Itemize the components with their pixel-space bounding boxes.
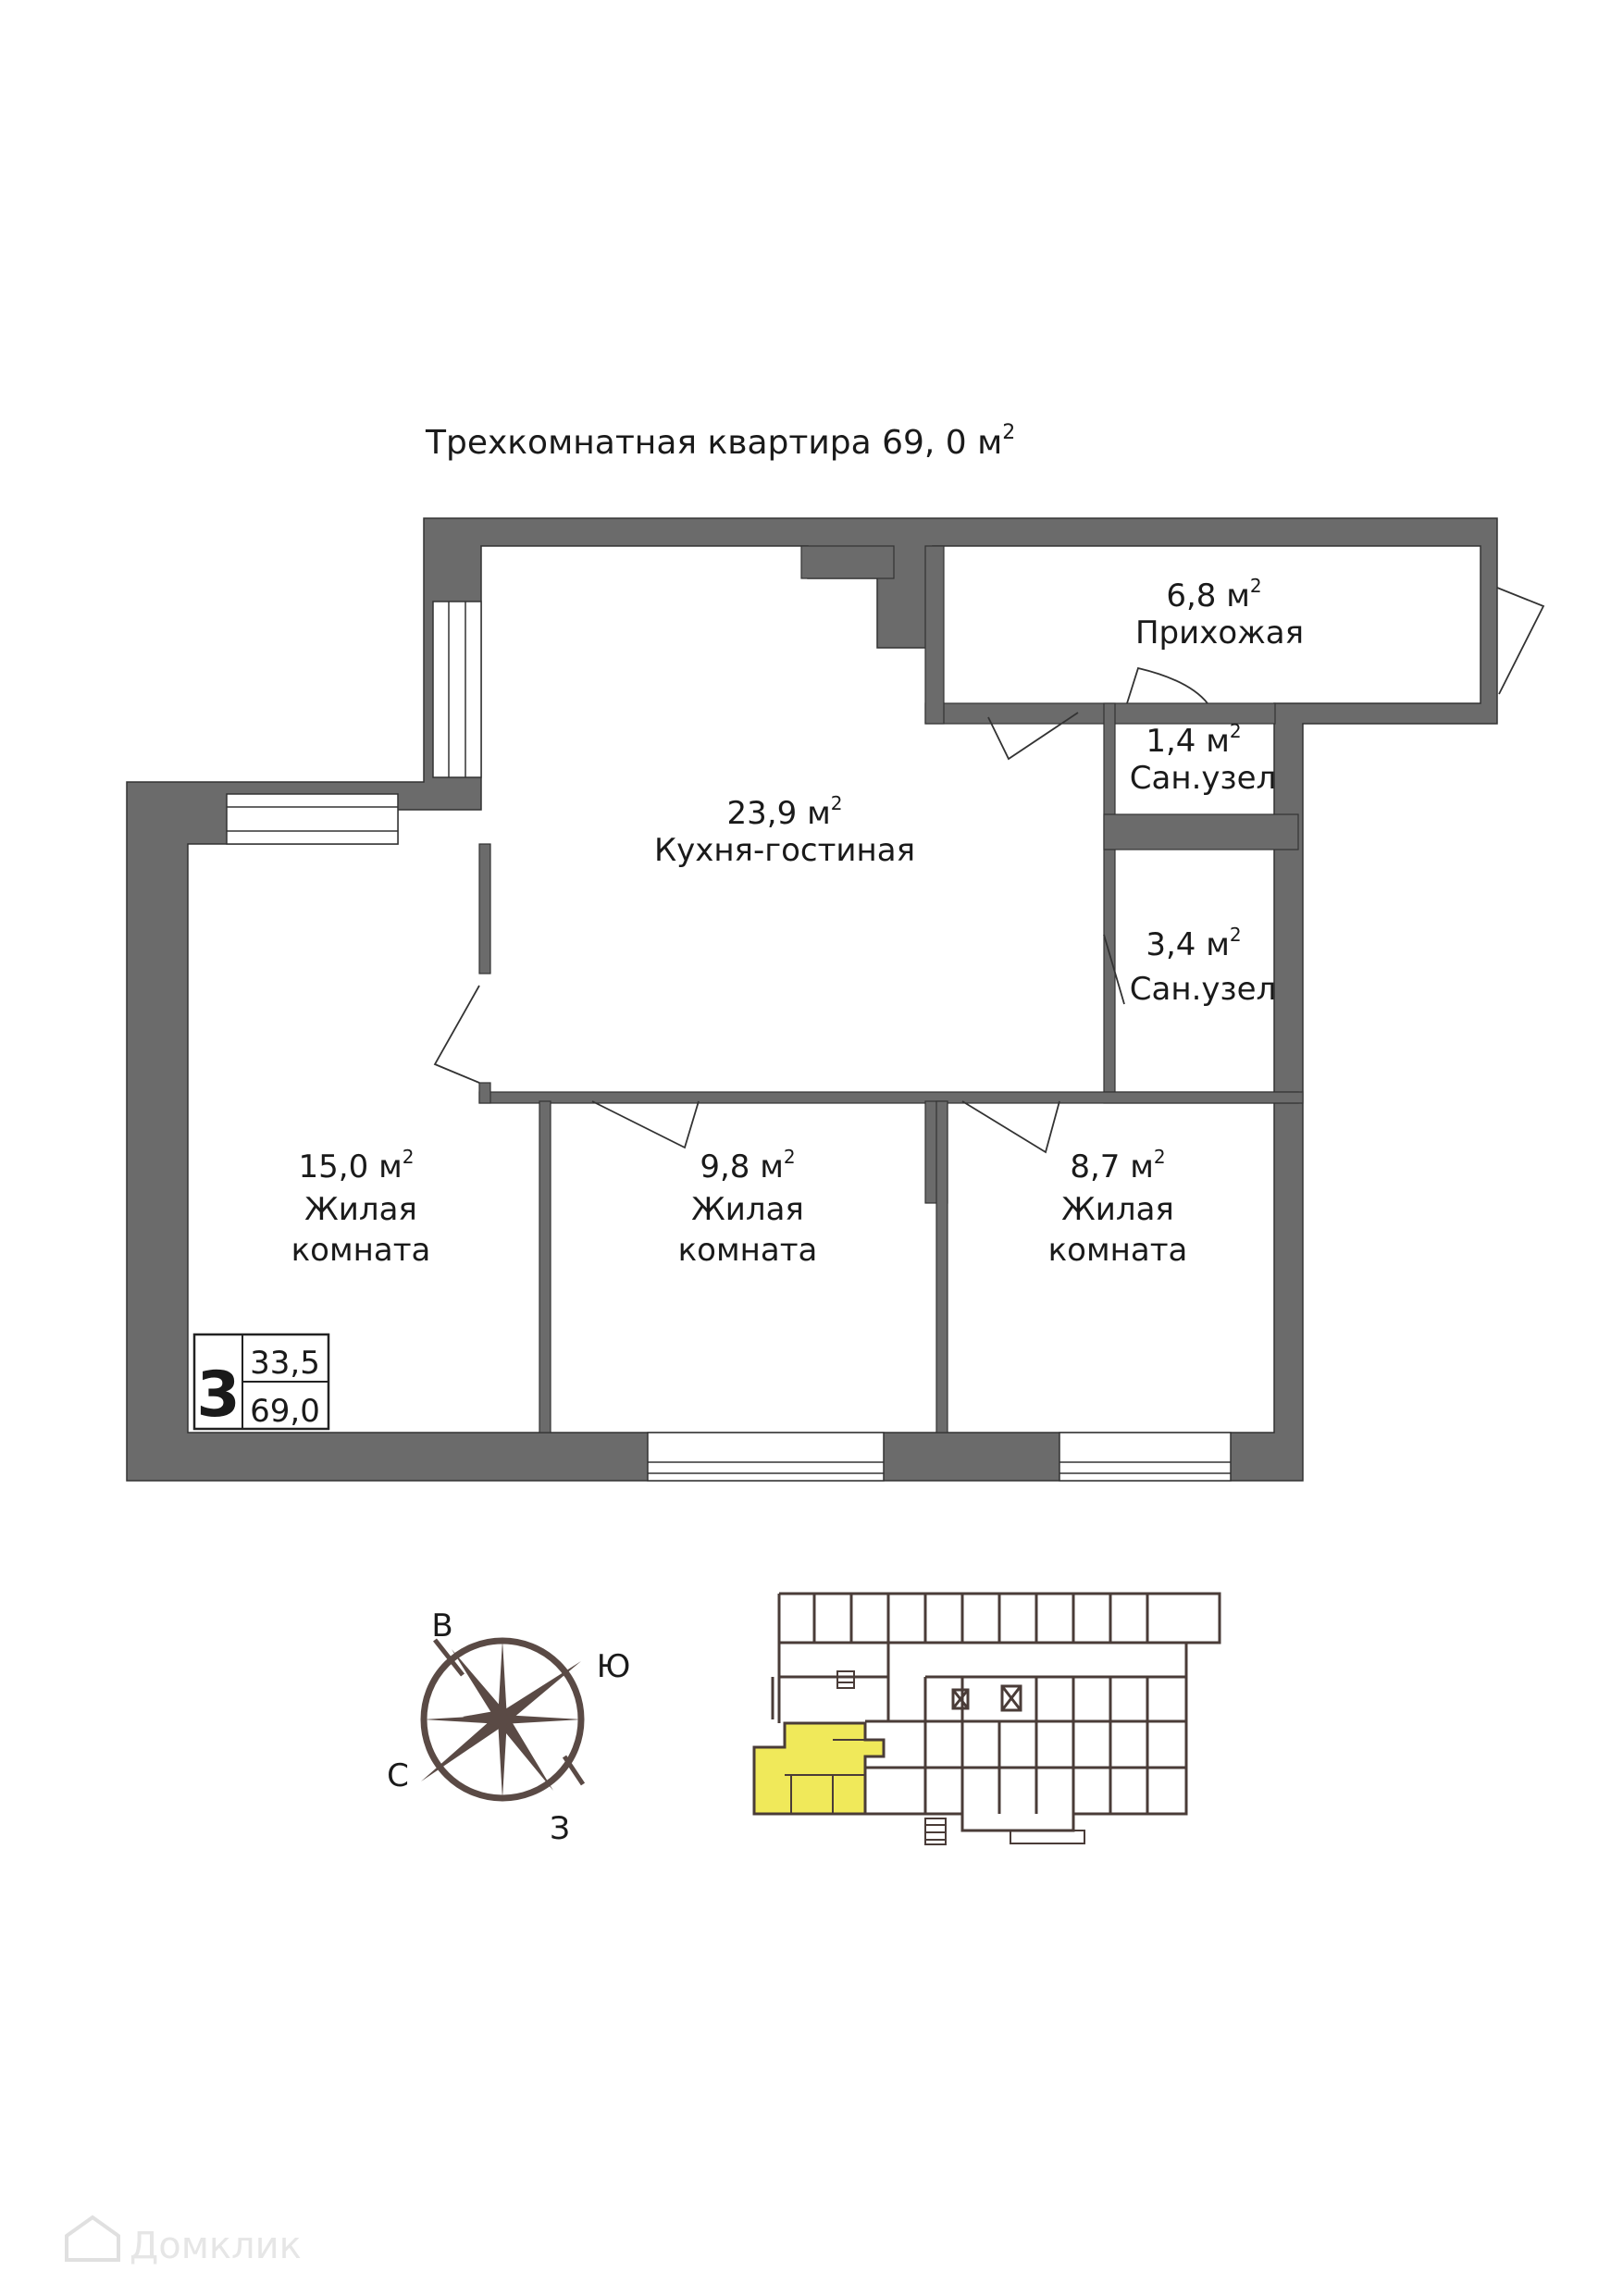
compass-label-v: В: [431, 1607, 452, 1644]
room-name-bedroom3-line2: комната: [1048, 1232, 1188, 1269]
watermark: Домклик: [65, 2215, 302, 2267]
windows: [226, 601, 1232, 1482]
room-area-hallway: 6,8 м2: [1166, 575, 1261, 614]
room-name-bath2: Сан.узел: [1130, 971, 1276, 1008]
room-name-bath1: Сан.узел: [1130, 760, 1276, 797]
apartment-walls: [126, 517, 1498, 1482]
door-bath1: [1126, 666, 1208, 704]
highlighted-apartment: [752, 1721, 886, 1816]
compass-label-z: З: [550, 1810, 570, 1847]
room-name-kitchen: Кухня-гостиная: [654, 832, 915, 869]
compass-label-s: С: [387, 1757, 409, 1794]
door-entrance: [1496, 587, 1545, 695]
apartment-badge: 3 33,5 69,0: [192, 1333, 330, 1432]
room-name-bedroom1-line2: комната: [291, 1232, 431, 1269]
compass-label-yu: Ю: [597, 1648, 631, 1685]
badge-living-area: 33,5: [250, 1345, 320, 1382]
room-area-bedroom1: 15,0 м2: [299, 1146, 415, 1185]
watermark-text: Домклик: [130, 2225, 302, 2267]
door-bath2: [1103, 934, 1125, 1005]
room-area-bath2: 3,4 м2: [1146, 924, 1241, 963]
room-area-kitchen: 23,9 м2: [727, 792, 843, 832]
door-hallway-kitchen: [987, 712, 1079, 761]
door-bedroom1: [433, 985, 480, 1084]
door-bedroom2: [591, 1100, 700, 1149]
room-area-bath1: 1,4 м2: [1146, 720, 1241, 760]
room-area-bedroom2: 9,8 м2: [700, 1146, 795, 1185]
compass-rose: В Ю З С: [387, 1607, 630, 1847]
door-bedroom3: [961, 1100, 1060, 1154]
room-area-bedroom3: 8,7 м2: [1070, 1146, 1165, 1185]
window-kitchen-west: [432, 601, 482, 778]
plan-title: Трехкомнатная квартира 69, 0 м2: [425, 421, 1015, 462]
window-bedroom1-top: [226, 793, 399, 845]
interior-walls: [478, 545, 1304, 1433]
room-name-bedroom2-line1: Жилая: [691, 1191, 804, 1228]
room-name-bedroom3-line1: Жилая: [1061, 1191, 1174, 1228]
room-name-bedroom2-line2: комната: [678, 1232, 818, 1269]
doors: [433, 587, 1545, 1154]
badge-total-area: 69,0: [250, 1393, 320, 1430]
building-key-plan: [752, 1592, 1221, 1845]
room-name-hallway: Прихожая: [1135, 614, 1304, 652]
badge-room-count: 3: [196, 1359, 240, 1432]
room-name-bedroom1-line1: Жилая: [304, 1191, 417, 1228]
room-labels: 23,9 м2 Кухня-гостиная 6,8 м2 Прихожая 1…: [291, 575, 1304, 1269]
